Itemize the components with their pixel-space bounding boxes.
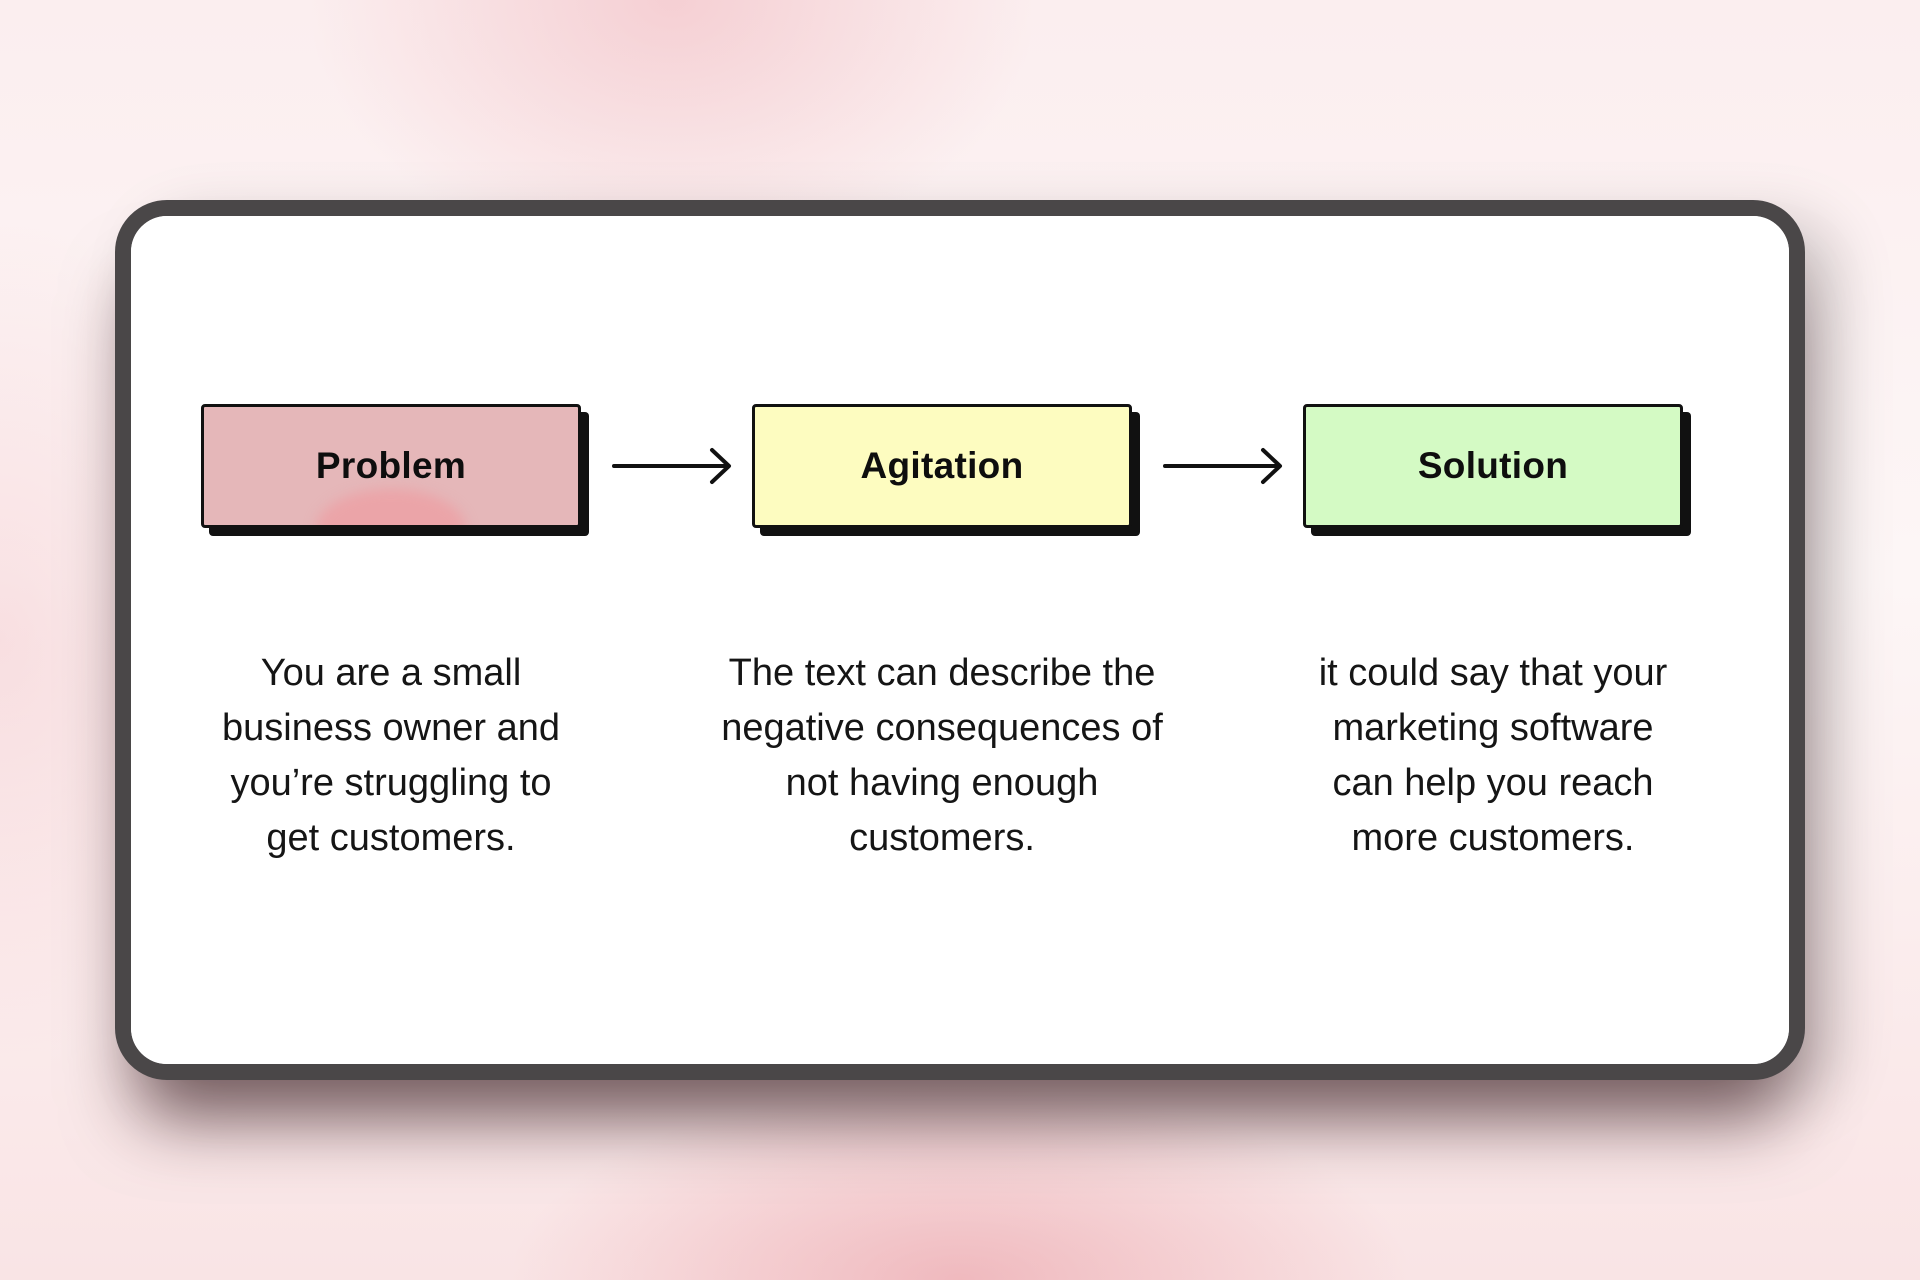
- diagram-canvas: Problem Agitation Solution You are a sma…: [131, 216, 1789, 1064]
- step-description-problem: You are a small business owner and you’r…: [222, 652, 560, 859]
- step-box-agitation: Agitation: [752, 404, 1132, 528]
- step-label-solution: Solution: [1417, 445, 1569, 486]
- arrow-right-icon: [1163, 448, 1282, 484]
- step-description-solution: it could say that your marketing softwar…: [1318, 652, 1668, 859]
- step-label-agitation: Agitation: [860, 445, 1024, 486]
- step-box-solution: Solution: [1303, 404, 1683, 528]
- step-label-problem: Problem: [315, 445, 467, 486]
- step-box-problem: Problem: [201, 404, 581, 528]
- step-description-agitation: The text can describe the negative conse…: [721, 652, 1163, 859]
- diagram-card: Problem Agitation Solution You are a sma…: [115, 200, 1805, 1080]
- arrow-right-icon: [612, 448, 731, 484]
